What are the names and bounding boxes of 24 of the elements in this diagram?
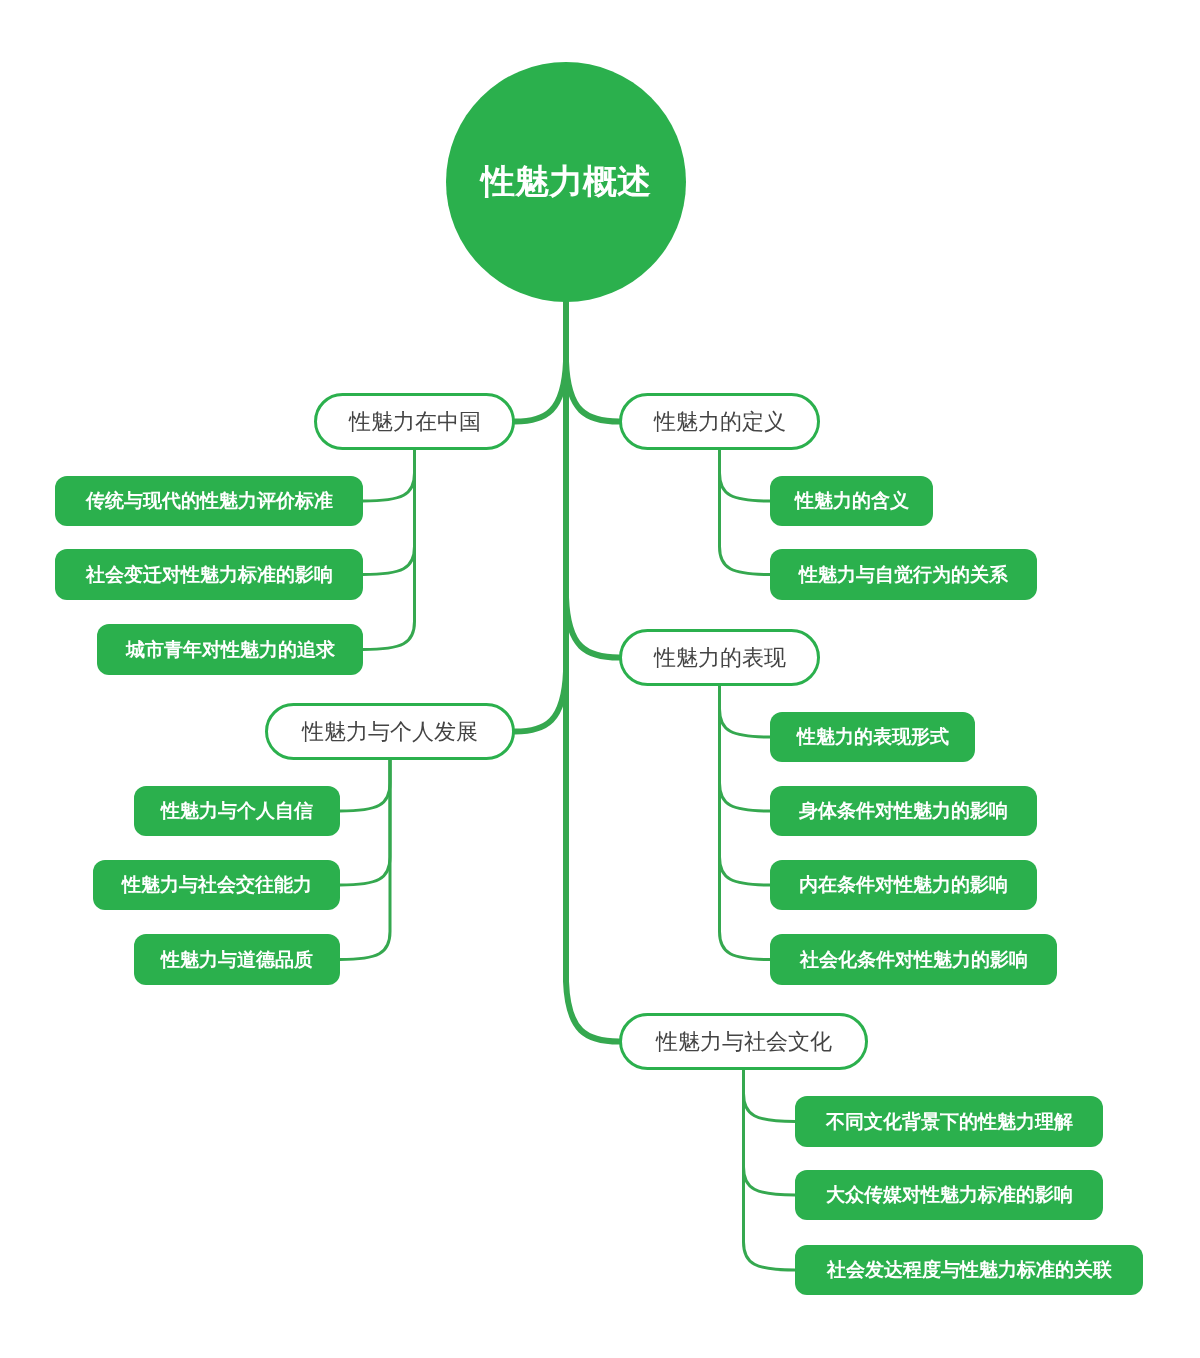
connector-line bbox=[718, 684, 772, 961]
subtopic-box: 社会化条件对性魅力的影响 bbox=[770, 934, 1057, 985]
subtopic-box: 身体条件对性魅力的影响 bbox=[770, 786, 1037, 836]
subtopic-box: 不同文化背景下的性魅力理解 bbox=[795, 1096, 1103, 1147]
subtopic-box: 性魅力与道德品质 bbox=[134, 934, 340, 985]
subtopic-box: 大众传媒对性魅力标准的影响 bbox=[795, 1170, 1103, 1220]
topic-box: 性魅力的表现 bbox=[619, 629, 820, 686]
connector-line bbox=[338, 758, 392, 961]
topic-box: 性魅力在中国 bbox=[314, 393, 515, 450]
subtopic-box: 社会发达程度与性魅力标准的关联 bbox=[795, 1245, 1143, 1295]
subtopic-box: 性魅力与社会交往能力 bbox=[93, 860, 340, 910]
subtopic-box: 内在条件对性魅力的影响 bbox=[770, 860, 1037, 910]
connector-line bbox=[718, 448, 772, 576]
subtopic-box: 性魅力的含义 bbox=[770, 476, 933, 526]
topic-box: 性魅力与个人发展 bbox=[265, 703, 515, 760]
subtopic-box: 传统与现代的性魅力评价标准 bbox=[55, 476, 363, 526]
topic-box: 性魅力的定义 bbox=[619, 393, 820, 450]
subtopic-box: 社会变迁对性魅力标准的影响 bbox=[55, 549, 363, 600]
topic-box: 性魅力与社会文化 bbox=[619, 1013, 868, 1070]
subtopic-box: 性魅力与个人自信 bbox=[134, 786, 340, 836]
subtopic-box: 性魅力与自觉行为的关系 bbox=[770, 549, 1037, 600]
central-topic-circle: 性魅力概述 bbox=[446, 62, 686, 302]
subtopic-box: 城市青年对性魅力的追求 bbox=[97, 624, 363, 675]
subtopic-box: 性魅力的表现形式 bbox=[770, 712, 975, 762]
